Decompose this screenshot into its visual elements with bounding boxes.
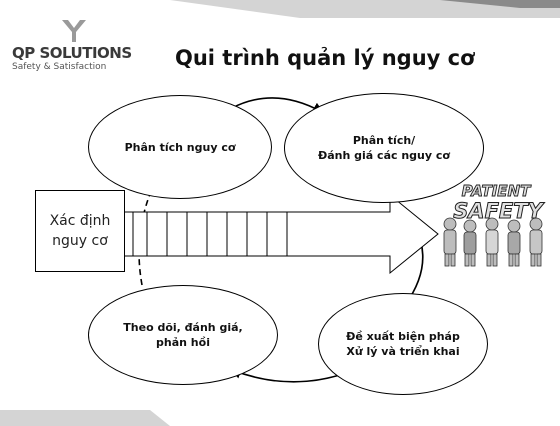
step-propose-line2: Xử lý và triển khai [346,345,460,358]
badge-line1: PATIENT [462,182,532,200]
logo-tagline: Safety & Satisfaction [12,62,107,72]
step-monitor-line2: phản hồi [156,336,210,349]
logo-mark-icon [62,20,86,42]
step-propose-line1: Đề xuất biện pháp [346,330,460,343]
step-monitor-line1: Theo dõi, đánh giá, [123,321,243,334]
top-corner-band-dark [440,0,560,8]
arrow-analyze-to-assess [231,97,324,114]
identify-line1: Xác định [49,213,111,229]
logo-name: QP SOLUTIONS [12,44,132,62]
patient-safety-illustration: PATIENT SAFETY [443,182,545,267]
step-assess: Phân tích/ Đánh giá các nguy cơ [284,93,484,203]
step-propose: Đề xuất biện pháp Xử lý và triển khai [318,293,488,395]
bottom-corner-band [0,410,170,426]
page-title: Qui trình quản lý nguy cơ [175,46,475,70]
step-analyze-label: Phân tích nguy cơ [124,140,236,154]
logo: QP SOLUTIONS Safety & Satisfaction [12,18,142,78]
step-monitor: Theo dõi, đánh giá, phản hồi [88,285,278,385]
top-corner-band [170,0,560,18]
people-group-icon [443,217,543,267]
big-arrow [122,193,439,275]
identify-line2: nguy cơ [52,233,108,249]
step-assess-line2: Đánh giá các nguy cơ [318,149,450,162]
badge-line2: SAFETY [453,199,544,223]
step-analyze: Phân tích nguy cơ [88,95,272,199]
identify-risk-box: Xác định nguy cơ [35,190,125,272]
arrow-propose-to-monitor [229,367,347,383]
step-assess-line1: Phân tích/ [352,134,416,147]
